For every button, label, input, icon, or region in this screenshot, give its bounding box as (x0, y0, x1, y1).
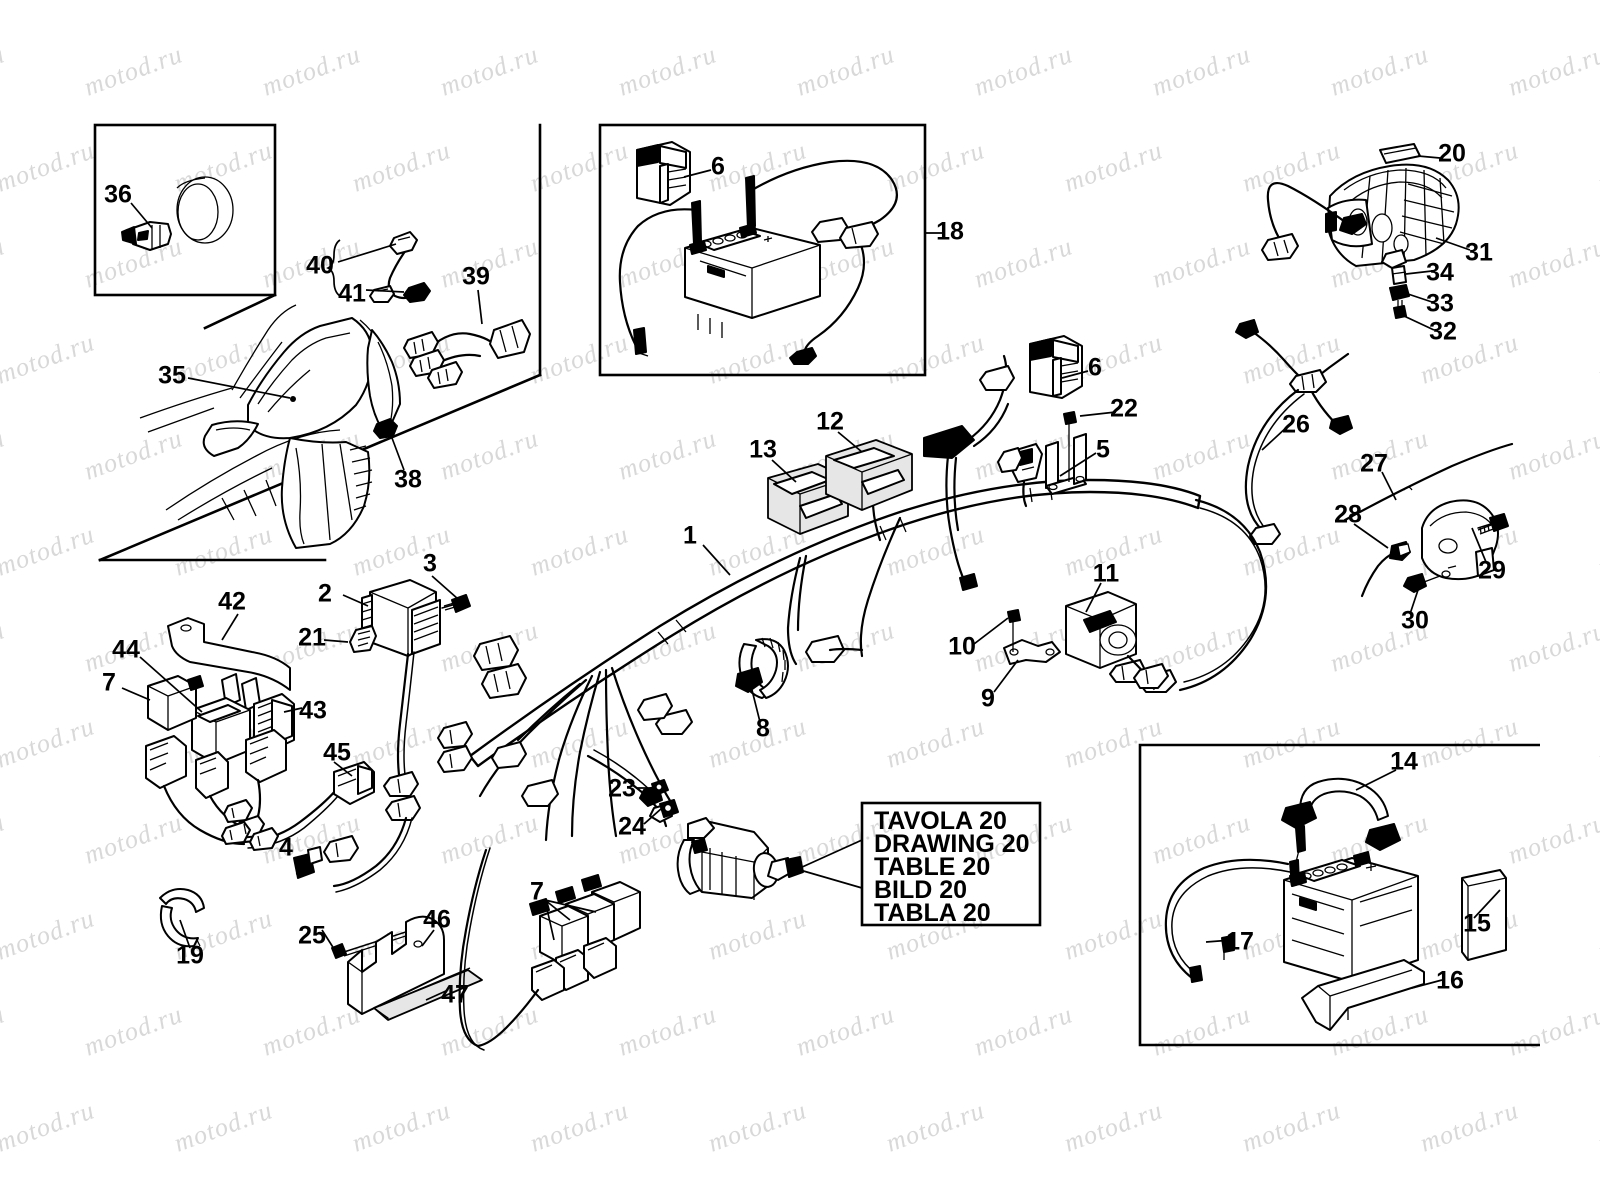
textbox-leader-lower (799, 869, 863, 889)
callout-battery-strap: 14 (1390, 748, 1418, 776)
callout-ground-cable: 17 (1226, 928, 1254, 956)
callout-bracket-screw: 10 (948, 633, 976, 661)
relay-bracket-group (145, 617, 375, 879)
table-reference-line: TAVOLA 20 (874, 807, 1007, 835)
callout-bolt: 4 (279, 834, 293, 862)
callout-regulator-screw: 3 (423, 550, 437, 578)
headlight-screw-38 (373, 418, 398, 439)
callout-horn-nut: 30 (1401, 607, 1429, 635)
headlight-bulb-group (121, 176, 234, 251)
callout-cable-clamp: 19 (176, 942, 204, 970)
callout-relay: 7 (102, 669, 116, 697)
hardware-group (159, 888, 483, 1021)
cable-tie-8 (735, 637, 789, 699)
callout-relay-bracket: 5 (1096, 436, 1110, 464)
connector-cluster (221, 799, 279, 851)
callout-relay-support-bracket: 42 (218, 588, 246, 616)
battery-detail-group (1164, 777, 1507, 1031)
regulator-group (332, 579, 471, 893)
callout-main-relay: 44 (112, 636, 140, 664)
callout-taillight-assembly: 31 (1465, 239, 1493, 267)
front-harness-group (403, 319, 531, 389)
position-light-group (326, 231, 431, 303)
callout-starter-relay: 6 (1088, 354, 1102, 382)
callout-control-unit: 13 (749, 436, 777, 464)
relay-trio-group (458, 847, 641, 1051)
callout-taillight-washer: 33 (1426, 290, 1454, 318)
callout-horn-wire: 27 (1360, 450, 1388, 478)
callout-front-harness: 39 (462, 263, 490, 291)
table-reference-line: TABLE 20 (874, 853, 990, 881)
textbox-leader-upper (799, 839, 863, 869)
battery-kit-inset-frame (598, 123, 927, 377)
horn-group (1343, 442, 1514, 598)
taillight-group (1261, 143, 1460, 319)
callout-insulation-pad: 15 (1463, 910, 1491, 938)
callout-headlight-screw: 38 (394, 466, 422, 494)
callout-taillight-lens-seal: 20 (1438, 140, 1466, 168)
callout-washer: 23 (608, 775, 636, 803)
starter-relay-6-inset (636, 141, 691, 206)
callout-horn-bolt: 29 (1478, 557, 1506, 585)
callout-taillight-grommet: 34 (1426, 259, 1454, 287)
callout-relay-connector: 43 (299, 697, 327, 725)
starter-motor-group (586, 749, 804, 900)
callout-headlight-bulb: 36 (104, 181, 132, 209)
callout-cable-tie: 8 (756, 715, 770, 743)
callout-battery-tray: 16 (1436, 967, 1464, 995)
callout-rivet: 25 (298, 922, 326, 950)
solenoid-group (1003, 591, 1169, 689)
inset-connector-line (203, 293, 277, 330)
battery-detail-inset-frame (1138, 743, 1540, 1047)
callout-leader-lines (121, 155, 1501, 1001)
callout-position-light-kit: 40 (306, 252, 334, 280)
secondary-harness-26 (1235, 319, 1353, 545)
harness-connectors (323, 635, 693, 863)
callout-multi-connector: 45 (323, 739, 351, 767)
table-reference-box-frame (860, 801, 1042, 927)
callout-bracket-bolt: 22 (1110, 395, 1138, 423)
callout-solenoid-bracket: 9 (981, 685, 995, 713)
callout-harness-cover: 46 (423, 906, 451, 934)
table-reference-line: BILD 20 (874, 876, 967, 904)
table-reference-line: TABLA 20 (874, 899, 991, 927)
callout-horn-terminal: 28 (1334, 501, 1362, 529)
main-harness-group (323, 466, 1268, 863)
battery-body-inset (684, 223, 821, 338)
callout-headlight-unit: 35 (158, 362, 186, 390)
battery-kit-group (618, 141, 898, 365)
callout-nut: 24 (618, 813, 646, 841)
callout-starter-solenoid: 11 (1093, 560, 1120, 588)
callout-protective-pad: 47 (441, 981, 469, 1009)
callout-voltage-regulator: 2 (318, 580, 332, 608)
callout-starter-relay: 6 (711, 153, 725, 181)
callout-relay: 7 (530, 878, 544, 906)
callout-main-wiring-harness: 1 (683, 522, 697, 550)
callout-position-light-bulb: 41 (338, 280, 366, 308)
battery-bolt-left (691, 200, 702, 245)
headlight-bulb-inset-frame (93, 123, 277, 297)
center-relay-group (997, 335, 1087, 508)
callout-battery-kit: 18 (936, 218, 964, 246)
callout-taillight-screw: 32 (1429, 318, 1457, 346)
cdi-units (767, 354, 1015, 591)
callout-fuse: 21 (298, 624, 326, 652)
headlight-fairing-group (139, 304, 401, 549)
callout-cdi-unit: 12 (816, 408, 844, 436)
callout-secondary-harness: 26 (1282, 411, 1310, 439)
table-reference-line: DRAWING 20 (874, 830, 1030, 858)
